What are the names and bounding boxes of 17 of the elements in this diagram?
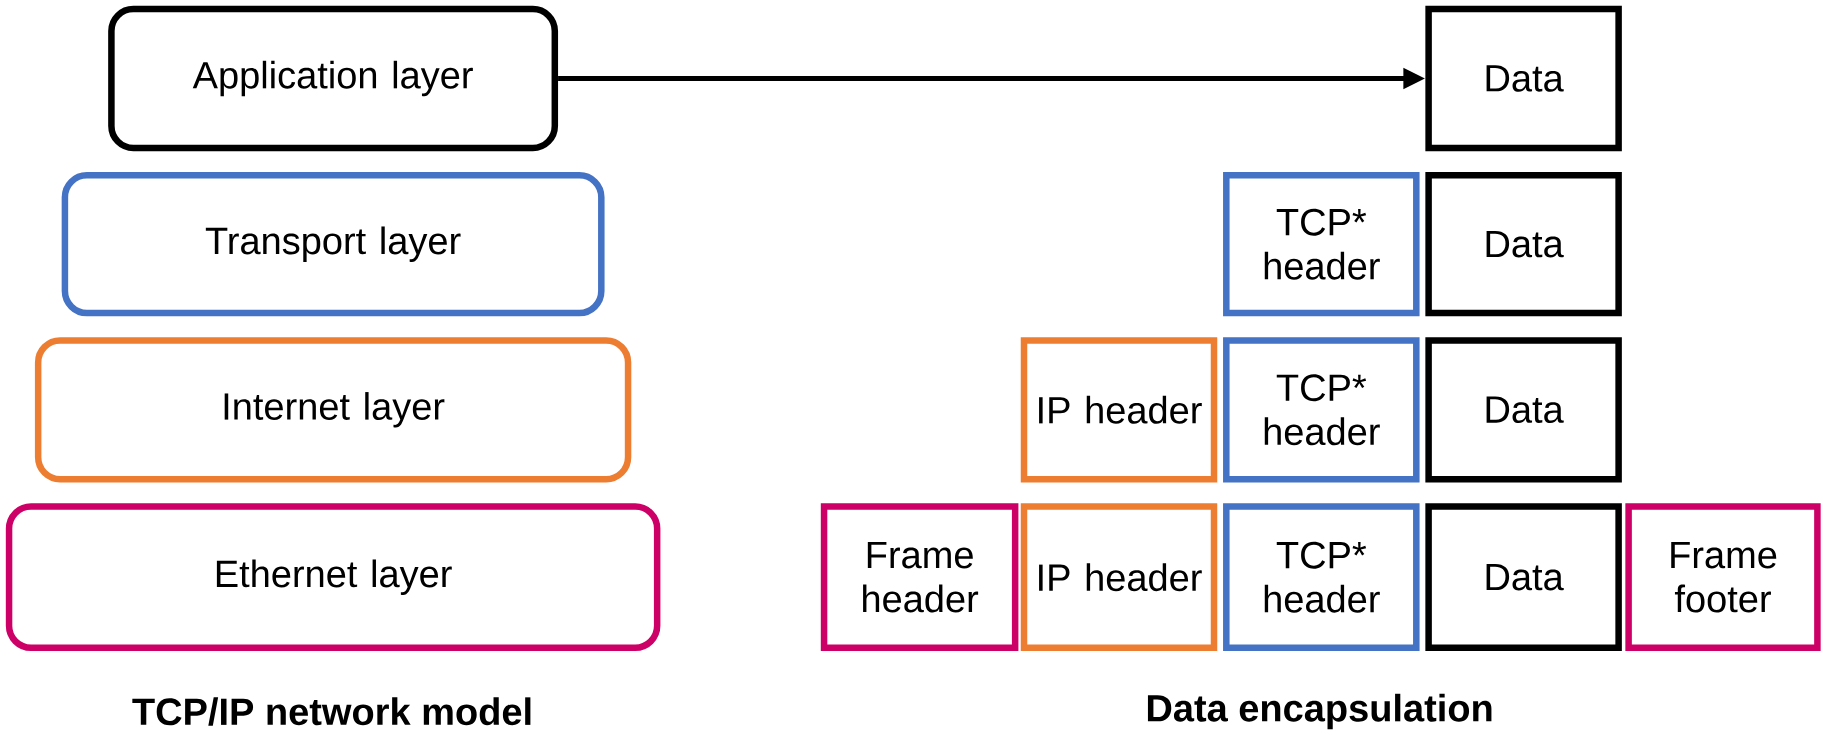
section-title: Data encapsulation [1147,693,1492,730]
header-box: Frame header [820,503,1019,652]
layer-box: Internet layer [34,337,632,483]
data-box: Data [1425,5,1622,152]
data-box: Data [1425,172,1622,317]
data-box: Data [1425,503,1622,652]
data-box: Data [1425,337,1622,483]
header-box: TCP* header [1223,503,1420,652]
layer-box: Transport layer [61,172,605,317]
header-box: Frame footer [1625,503,1821,652]
header-box: IP header [1020,503,1218,652]
header-box: TCP* header [1223,172,1420,317]
header-box: TCP* header [1223,337,1420,483]
layer-box: Ethernet layer [5,503,661,652]
layer-box: Application layer [108,5,559,152]
section-title: TCP/IP network model [132,697,531,726]
header-box: IP header [1020,337,1218,483]
